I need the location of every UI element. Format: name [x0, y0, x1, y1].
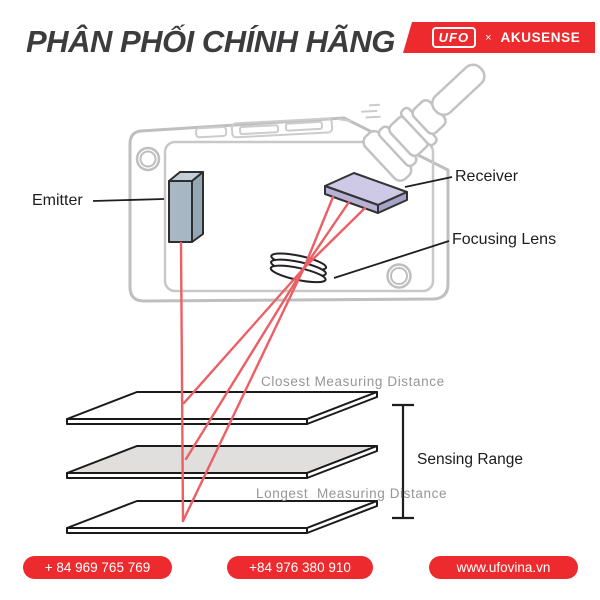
emitter-beam	[179, 241, 185, 523]
ufo-logo: UFO	[431, 27, 477, 48]
phone-pill-1[interactable]: + 84 969 765 769	[23, 556, 172, 579]
screw-hole-top-left	[135, 146, 161, 172]
akusense-logo-text: AKUSENSE	[500, 30, 581, 45]
laser-beams	[179, 195, 367, 523]
phone-pill-2[interactable]: +84 976 380 910	[227, 556, 373, 579]
label-pointer-lines	[92, 176, 453, 279]
brand-separator: ×	[485, 31, 492, 44]
sensing-range-label: Sensing Range	[417, 451, 523, 468]
emitter-label: Emitter	[32, 192, 83, 209]
receiver-pointer-line	[404, 176, 453, 188]
sensor-body	[128, 116, 450, 303]
brand-banner: UFO × AKUSENSE	[403, 22, 595, 53]
cable-connector	[362, 63, 486, 182]
measuring-plane-closest	[66, 391, 378, 425]
emitter-pointer-line	[92, 198, 165, 202]
measuring-plane-middle	[66, 445, 378, 479]
lens-pointer-line	[333, 240, 450, 279]
page-title: PHÂN PHỐI CHÍNH HÃNG	[26, 24, 395, 59]
receiver-label: Receiver	[455, 168, 519, 185]
focusing-lens-label: Focusing Lens	[452, 231, 557, 248]
emitter-block	[168, 171, 204, 243]
reflected-beam-longest	[181, 206, 367, 523]
sensing-range-bracket	[392, 403, 414, 520]
cable	[431, 63, 486, 117]
receiver-plate	[324, 172, 408, 214]
closest-measuring-distance-label: Closest Measuring Distance	[261, 374, 445, 389]
longest-measuring-distance-label: Longest Measuring Distance	[256, 486, 448, 501]
screw-hole-bottom-right	[386, 263, 412, 289]
website-pill[interactable]: www.ufovina.vn	[429, 556, 578, 579]
sensor-top-panel-details	[195, 103, 381, 139]
measuring-plane-longest	[66, 500, 378, 534]
